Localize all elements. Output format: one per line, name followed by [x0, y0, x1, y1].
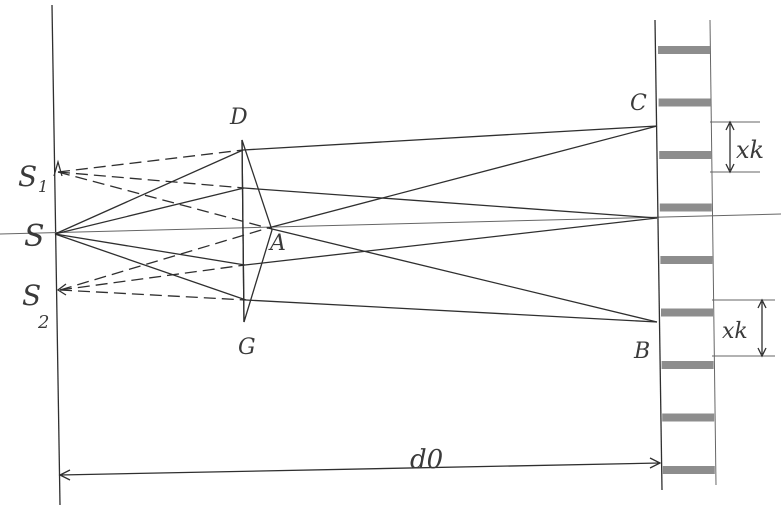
fringe-width-top-dimension [710, 120, 760, 174]
label-s: S [24, 219, 45, 254]
dash-s2-to-prism-bottom [59, 289, 247, 301]
ray-s-to-prism-top [54, 149, 244, 235]
label-xk-bottom: xk [722, 319, 748, 344]
fringe-band [662, 413, 715, 422]
dash-s1-to-prism-top [57, 149, 244, 173]
label-xk-top: xk [736, 136, 764, 164]
interference-fringes [658, 46, 715, 474]
fringe-band [659, 151, 712, 159]
fringe-band [661, 308, 713, 317]
fringe-band [658, 46, 710, 54]
ray-a-to-c [267, 125, 658, 229]
optical-axis-line [0, 213, 781, 235]
label-g: G [238, 335, 256, 360]
vertical-axis-line [51, 4, 61, 506]
ray-prism-top-to-c [242, 125, 658, 151]
fringe-band [659, 203, 712, 212]
label-c: C [630, 91, 647, 116]
label-b: B [633, 339, 650, 364]
ray-prism-bottom-to-b [245, 299, 658, 323]
fringe-band [658, 98, 711, 107]
distance-dimension [58, 457, 662, 481]
ray-prism-upper-to-center [243, 187, 658, 219]
fringe-band [661, 361, 714, 369]
ray-prism-lower-to-center [244, 217, 658, 266]
fringe-band [662, 466, 715, 474]
screen-edge-line [709, 19, 717, 486]
virtual-rays [57, 149, 269, 301]
label-s2-sub: 2 [37, 312, 49, 333]
solid-rays [54, 125, 658, 323]
dash-s1-to-prism-upper [57, 171, 245, 189]
dash-s2-to-a [59, 227, 269, 291]
fringe-band [660, 256, 713, 264]
ray-a-to-b [267, 227, 658, 323]
fringe-width-bottom-dimension [712, 298, 775, 358]
label-s1: S [18, 160, 37, 193]
arrow-s1-icon [53, 159, 63, 177]
ray-s-to-prism-bottom [54, 233, 247, 301]
biprism-base-line [241, 139, 245, 323]
screen-line [654, 19, 663, 491]
ray-s-to-prism-upper [54, 187, 245, 235]
dash-s2-to-prism-lower [59, 264, 246, 291]
label-s1-sub: 1 [38, 177, 48, 196]
label-s2: S [22, 279, 41, 312]
ray-s-to-prism-lower [54, 233, 246, 266]
arrow-s2-icon [56, 283, 67, 296]
label-d: D [229, 105, 248, 130]
dash-s1-to-a [57, 171, 269, 229]
label-d0: d0 [410, 445, 443, 475]
label-a: A [268, 231, 286, 256]
